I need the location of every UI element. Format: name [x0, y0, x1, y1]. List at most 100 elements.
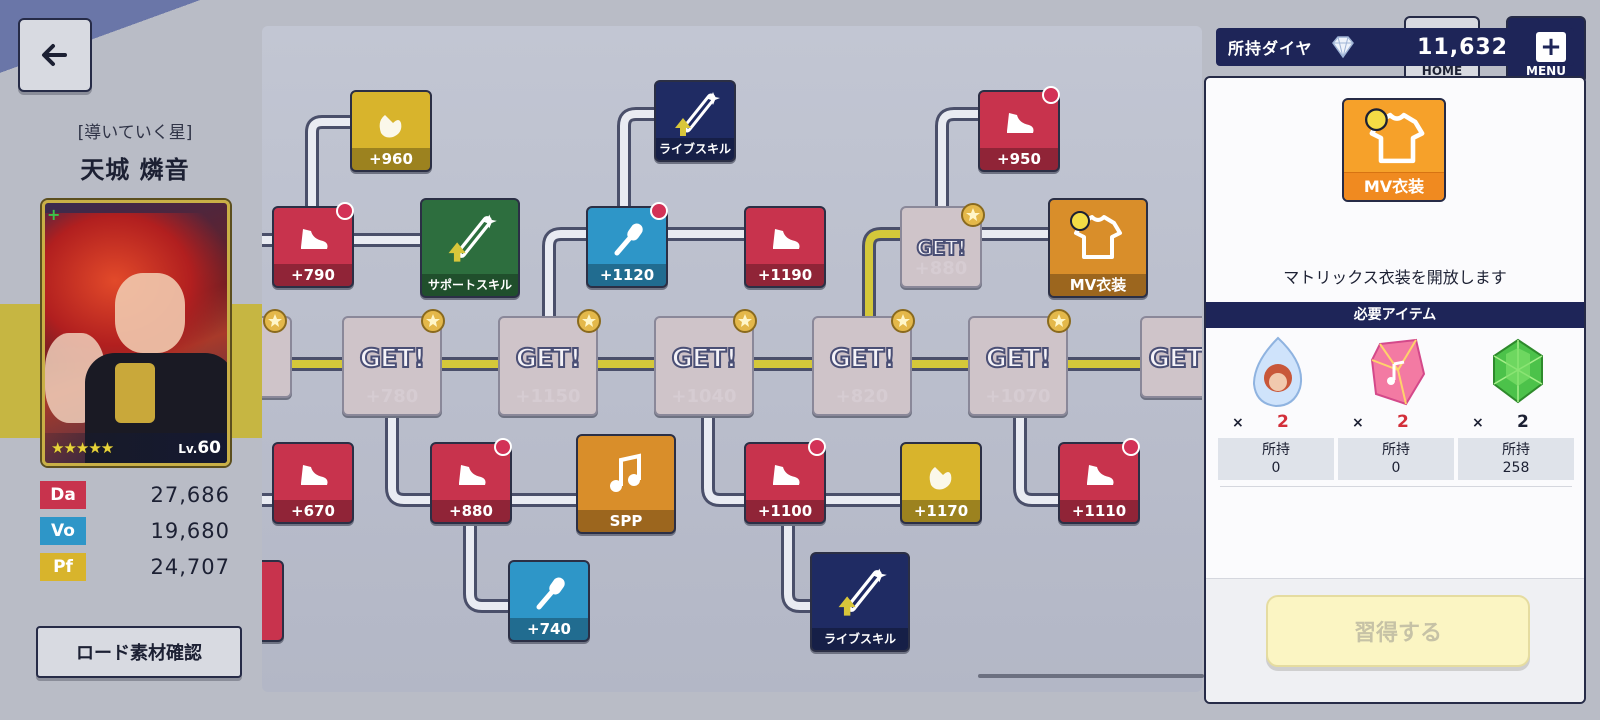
notification-dot — [808, 438, 826, 456]
road-node-mv-costume[interactable]: MV衣装 — [1048, 198, 1148, 298]
owned-label: 所持 — [1382, 442, 1410, 458]
road-node-get-1070[interactable]: GET! +1070 — [968, 316, 1068, 416]
card-plus-icon: + — [47, 205, 61, 224]
node-label: ライブスキル — [656, 138, 734, 160]
shoe-icon — [980, 96, 1058, 150]
node-label: +960 — [352, 148, 430, 170]
medal-icon — [733, 309, 757, 333]
skill-road-map[interactable]: GET! +960 ライブスキル +950 +790 サポートスキル +1120… — [262, 26, 1202, 692]
get-text: GET! — [671, 343, 739, 375]
menu-label: MENU — [1526, 64, 1566, 78]
card-subtitle: [導いていく星] — [77, 123, 193, 143]
mv-costume-icon — [1365, 108, 1425, 164]
get-text: GET! — [829, 343, 897, 375]
road-node-shoe-880[interactable]: +880 — [430, 442, 512, 524]
support-skill-icon — [422, 204, 518, 270]
road-materials-button[interactable]: ロード素材確認 — [36, 626, 242, 678]
road-node-get-1150[interactable]: GET! +1150 — [498, 316, 598, 416]
road-node-live-skill-top[interactable]: ライブスキル — [654, 80, 736, 162]
stat-badge-vo: Vo — [40, 517, 86, 545]
character-card[interactable]: + ★★★★★ Lv.60 — [42, 200, 230, 466]
stat-value-pf: 24,707 — [150, 555, 230, 579]
shoe-icon — [1060, 448, 1138, 502]
microphone-icon — [510, 566, 588, 620]
road-node-get-1040[interactable]: GET! +1040 — [654, 316, 754, 416]
road-node-shoe-1190[interactable]: +1190 — [744, 206, 826, 288]
panel-footer: 習得する — [1206, 578, 1584, 702]
node-label: +880 — [914, 258, 968, 279]
road-node-shoe-670[interactable]: +670 — [272, 442, 354, 524]
back-arrow-icon — [42, 44, 67, 66]
node-label: MV衣装 — [1050, 274, 1146, 296]
notification-dot — [336, 202, 354, 220]
selected-reward-label: MV衣装 — [1344, 172, 1444, 200]
notification-dot — [1042, 86, 1060, 104]
notification-dot — [650, 202, 668, 220]
node-label: +1100 — [746, 500, 824, 522]
shoe-icon — [432, 448, 510, 502]
road-node-mic-740[interactable]: +740 — [508, 560, 590, 642]
node-label: +1110 — [1060, 500, 1138, 522]
card-level: Lv.60 — [178, 438, 221, 458]
shoe-icon — [746, 448, 824, 502]
owned-count: 0 — [1391, 460, 1401, 476]
music-crystal-icon — [1370, 338, 1426, 406]
node-label: +1150 — [515, 386, 581, 407]
map-scrollbar[interactable] — [978, 674, 1204, 678]
medal-icon — [1047, 309, 1071, 333]
stat-badge-da: Da — [40, 481, 86, 509]
get-text: GET! — [985, 343, 1053, 375]
road-node-appeal-1170[interactable]: +1170 — [900, 442, 982, 524]
live-skill-icon — [656, 86, 734, 140]
road-node-get-820[interactable]: GET! +820 — [812, 316, 912, 416]
road-node-appeal-960[interactable]: +960 — [350, 90, 432, 172]
road-node-shoe-1100[interactable]: +1100 — [744, 442, 826, 524]
live-skill-icon — [812, 558, 908, 624]
back-button[interactable] — [18, 18, 92, 92]
road-node-partial-right[interactable]: GET! — [1140, 316, 1202, 398]
medal-icon — [421, 309, 445, 333]
stat-row-pf: Pf 24,707 — [40, 552, 230, 582]
card-art-accessory — [115, 363, 155, 423]
card-art-face — [115, 273, 185, 353]
road-node-shoe-790[interactable]: +790 — [272, 206, 354, 288]
road-node-spp[interactable]: SPP — [576, 434, 676, 534]
shoe-icon — [274, 212, 352, 266]
reward-description: マトリックス衣装を開放します — [1283, 268, 1507, 287]
node-label: +670 — [274, 500, 352, 522]
level-value: 60 — [197, 438, 221, 458]
node-label: +790 — [274, 264, 352, 286]
stat-row-vo: Vo 19,680 — [40, 516, 230, 546]
music-note-icon — [578, 440, 674, 506]
node-label: +1040 — [671, 386, 737, 407]
notification-dot — [494, 438, 512, 456]
stat-row-da: Da 27,686 — [40, 480, 230, 510]
road-node-mic-1120[interactable]: +1120 — [586, 206, 668, 288]
node-label: SPP — [578, 510, 674, 532]
get-text: GET! — [515, 343, 583, 375]
currency-label: 所持ダイヤ — [1228, 39, 1313, 58]
owned-count: 0 — [1271, 460, 1281, 476]
get-text: GET! — [1148, 343, 1202, 375]
currency-bar: 所持ダイヤ 11,632 + — [1216, 28, 1574, 66]
character-piece-icon — [1252, 336, 1302, 408]
learn-button[interactable]: 習得する — [1266, 595, 1530, 667]
level-prefix: Lv. — [178, 442, 198, 456]
road-node-shoe-1110[interactable]: +1110 — [1058, 442, 1140, 524]
road-node-get-780[interactable]: GET! +780 — [342, 316, 442, 416]
stat-badge-pf: Pf — [40, 553, 86, 581]
rarity-stars: ★★★★★ — [51, 439, 114, 457]
add-currency-button[interactable]: + — [1536, 32, 1566, 62]
selected-reward-icon: MV衣装 — [1342, 98, 1446, 202]
owned-label: 所持 — [1262, 442, 1290, 458]
stat-value-vo: 19,680 — [150, 519, 230, 543]
road-node-partial-bottom-left[interactable] — [262, 560, 284, 642]
microphone-icon — [588, 212, 666, 266]
road-node-support-skill[interactable]: サポートスキル — [420, 198, 520, 298]
node-label: +1070 — [985, 386, 1051, 407]
road-node-shoe-950[interactable]: +950 — [978, 90, 1060, 172]
road-node-live-skill-bottom[interactable]: ライブスキル — [810, 552, 910, 652]
